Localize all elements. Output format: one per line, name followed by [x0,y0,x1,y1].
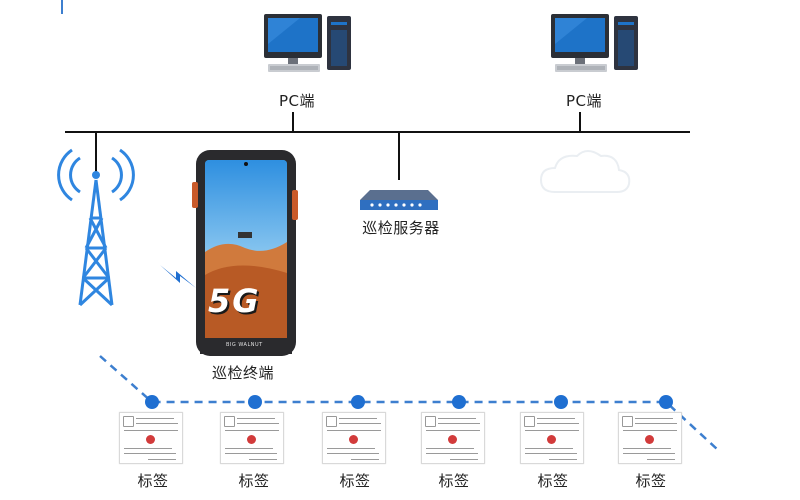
tag-label: 标签 [635,472,667,490]
tag-card [618,412,682,464]
pc-right-icon [551,14,638,72]
route-node [452,395,466,409]
tag-route-line [99,355,719,451]
route-node [248,395,262,409]
wireless-signal-icon [160,265,196,288]
tag-label: 标签 [537,472,569,490]
server-label: 巡检服务器 [362,219,440,237]
server-icon [360,190,438,210]
signal-tower-icon [57,148,135,307]
route-node [659,395,673,409]
tag-card [322,412,386,464]
route-node [554,395,568,409]
tag-card [220,412,284,464]
terminal-5g-text: 5G [208,282,261,320]
terminal-label: 巡检终端 [211,364,275,382]
tag-label: 标签 [339,472,371,490]
tag-card [119,412,183,464]
tag-label: 标签 [238,472,270,490]
terminal-device-icon [192,150,298,356]
tag-card [421,412,485,464]
pc-left-label: PC端 [278,92,316,110]
tag-card [520,412,584,464]
tag-label: 标签 [438,472,470,490]
pc-right-label: PC端 [565,92,603,110]
cloud-icon [539,150,631,193]
route-node [145,395,159,409]
pc-left-icon [264,14,351,72]
terminal-brand-text: BIG WALNUT [226,342,263,348]
tag-label: 标签 [137,472,169,490]
route-node [351,395,365,409]
